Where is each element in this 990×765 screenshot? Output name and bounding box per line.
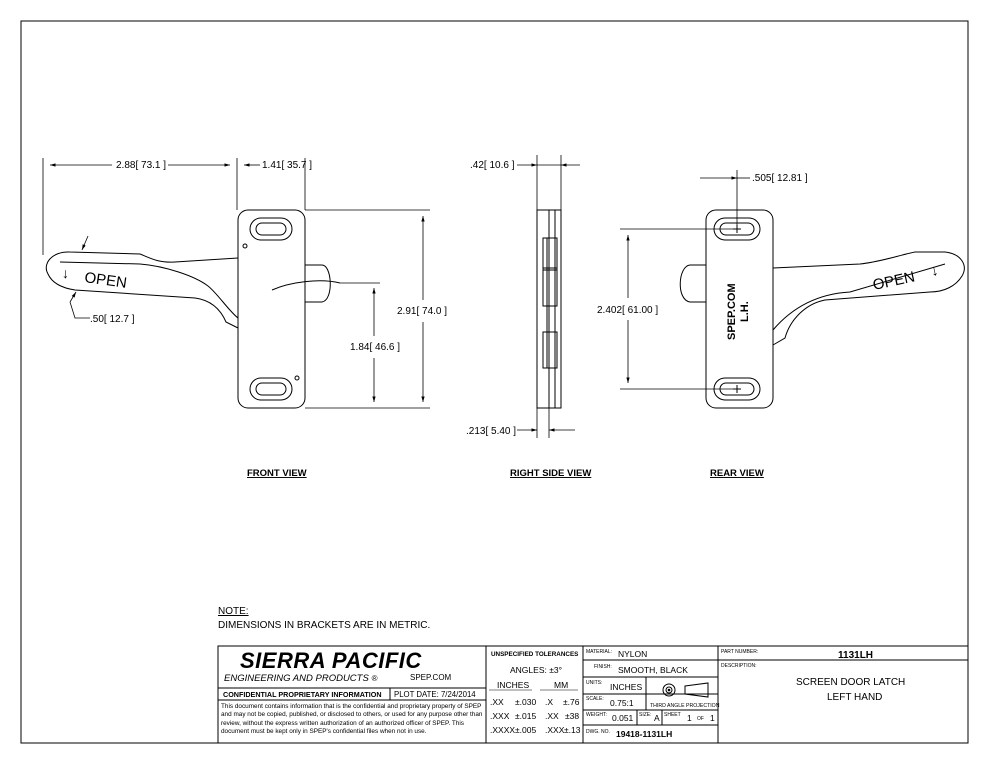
dim-rear-holes: 2.402[ 61.00 ] — [597, 305, 658, 316]
dim-side-bottom: .213[ 5.40 ] — [466, 426, 516, 437]
desc-line-2: LEFT HAND — [827, 692, 882, 703]
size-value: A — [654, 713, 660, 723]
size-label: SIZE: — [639, 712, 652, 718]
dim-front-offset: 1.41[ 35.7 ] — [262, 160, 312, 171]
dim-front-pin: 1.84[ 46.6 ] — [350, 342, 400, 353]
of-label: OF — [697, 716, 704, 722]
title-block-lines — [217, 645, 969, 744]
tol-inches-header: INCHES — [497, 680, 529, 690]
open-text-front: OPEN — [83, 269, 127, 292]
registered-icon: ® — [371, 674, 378, 683]
dwg-value: 19418-1131LH — [616, 729, 672, 739]
company-subtitle: ENGINEERING AND PRODUCTS ® — [224, 673, 378, 684]
front-view — [45, 209, 341, 409]
units-label: UNITS: — [586, 680, 602, 686]
finish-label: FINISH: — [594, 664, 612, 670]
finish-value: SMOOTH, BLACK — [618, 665, 688, 675]
company-url: SPEP.COM — [410, 673, 452, 682]
arrow-down-icon: ↓ — [62, 265, 69, 281]
scale-value: 0.75:1 — [610, 698, 634, 708]
dim-front-height: 2.91[ 74.0 ] — [397, 306, 447, 317]
part-label: PART NUMBER: — [721, 649, 758, 655]
sheet-label: SHEET — [664, 712, 681, 718]
view-label-side: RIGHT SIDE VIEW — [510, 468, 591, 479]
units-value: INCHES — [610, 682, 642, 692]
tol-angles: ANGLES: ±3° — [510, 665, 562, 675]
dim-handle-thk: .50[ 12.7 ] — [90, 314, 135, 325]
tol-mm-header: MM — [554, 680, 568, 690]
dim-side-top: .42[ 10.6 ] — [470, 160, 515, 171]
dwg-label: DWG. NO. — [586, 729, 610, 735]
desc-label: DESCRIPTION: — [721, 663, 757, 669]
sheet-value: 1 — [687, 713, 692, 723]
arrow-down-icon: ↓ — [929, 262, 939, 279]
material-label: MATERIAL: — [586, 649, 612, 655]
front-dimensions — [42, 158, 430, 409]
tol-row: .XXX±.015.XX±38 — [490, 711, 579, 721]
confidential-heading: CONFIDENTIAL PROPRIETARY INFORMATION — [223, 690, 382, 699]
desc-line-1: SCREEN DOOR LATCH — [796, 677, 905, 688]
spep-text: SPEP.COM — [726, 283, 738, 340]
weight-label: WEIGHT: — [586, 712, 607, 718]
rear-dimensions — [620, 170, 750, 390]
confidential-text: This document contains information that … — [221, 703, 483, 736]
tol-row: .XXXX±.005.XXX±.13 — [490, 725, 581, 735]
sheet-border — [20, 20, 969, 744]
material-value: NYLON — [618, 649, 647, 659]
view-label-rear: REAR VIEW — [710, 468, 764, 479]
lh-text: L.H. — [739, 301, 751, 322]
side-view — [536, 209, 562, 409]
rear-view — [679, 209, 965, 409]
weight-value: 0.051 — [612, 713, 634, 723]
part-value: 1131LH — [838, 650, 873, 661]
sheets-value: 1 — [710, 713, 715, 723]
projection-label: THIRD ANGLE PROJECTION — [650, 703, 720, 709]
drawing-note: NOTE: DIMENSIONS IN BRACKETS ARE IN METR… — [218, 605, 430, 633]
open-text-rear: OPEN — [871, 268, 916, 293]
note-body: DIMENSIONS IN BRACKETS ARE IN METRIC. — [218, 620, 431, 631]
note-title: NOTE: — [218, 606, 249, 617]
company-logo-text: SIERRA PACIFIC — [240, 648, 422, 673]
plot-date: PLOT DATE: 7/24/2014 — [394, 690, 476, 699]
dim-front-width: 2.88[ 73.1 ] — [116, 160, 166, 171]
tol-row: .XX±.030.X±.76 — [490, 697, 580, 707]
view-label-front: FRONT VIEW — [247, 468, 307, 479]
dim-rear-slot: .505[ 12.81 ] — [752, 173, 808, 184]
scale-label: SCALE: — [586, 696, 604, 702]
tol-title: UNSPECIFIED TOLERANCES — [491, 651, 578, 658]
side-dimensions — [517, 155, 580, 438]
